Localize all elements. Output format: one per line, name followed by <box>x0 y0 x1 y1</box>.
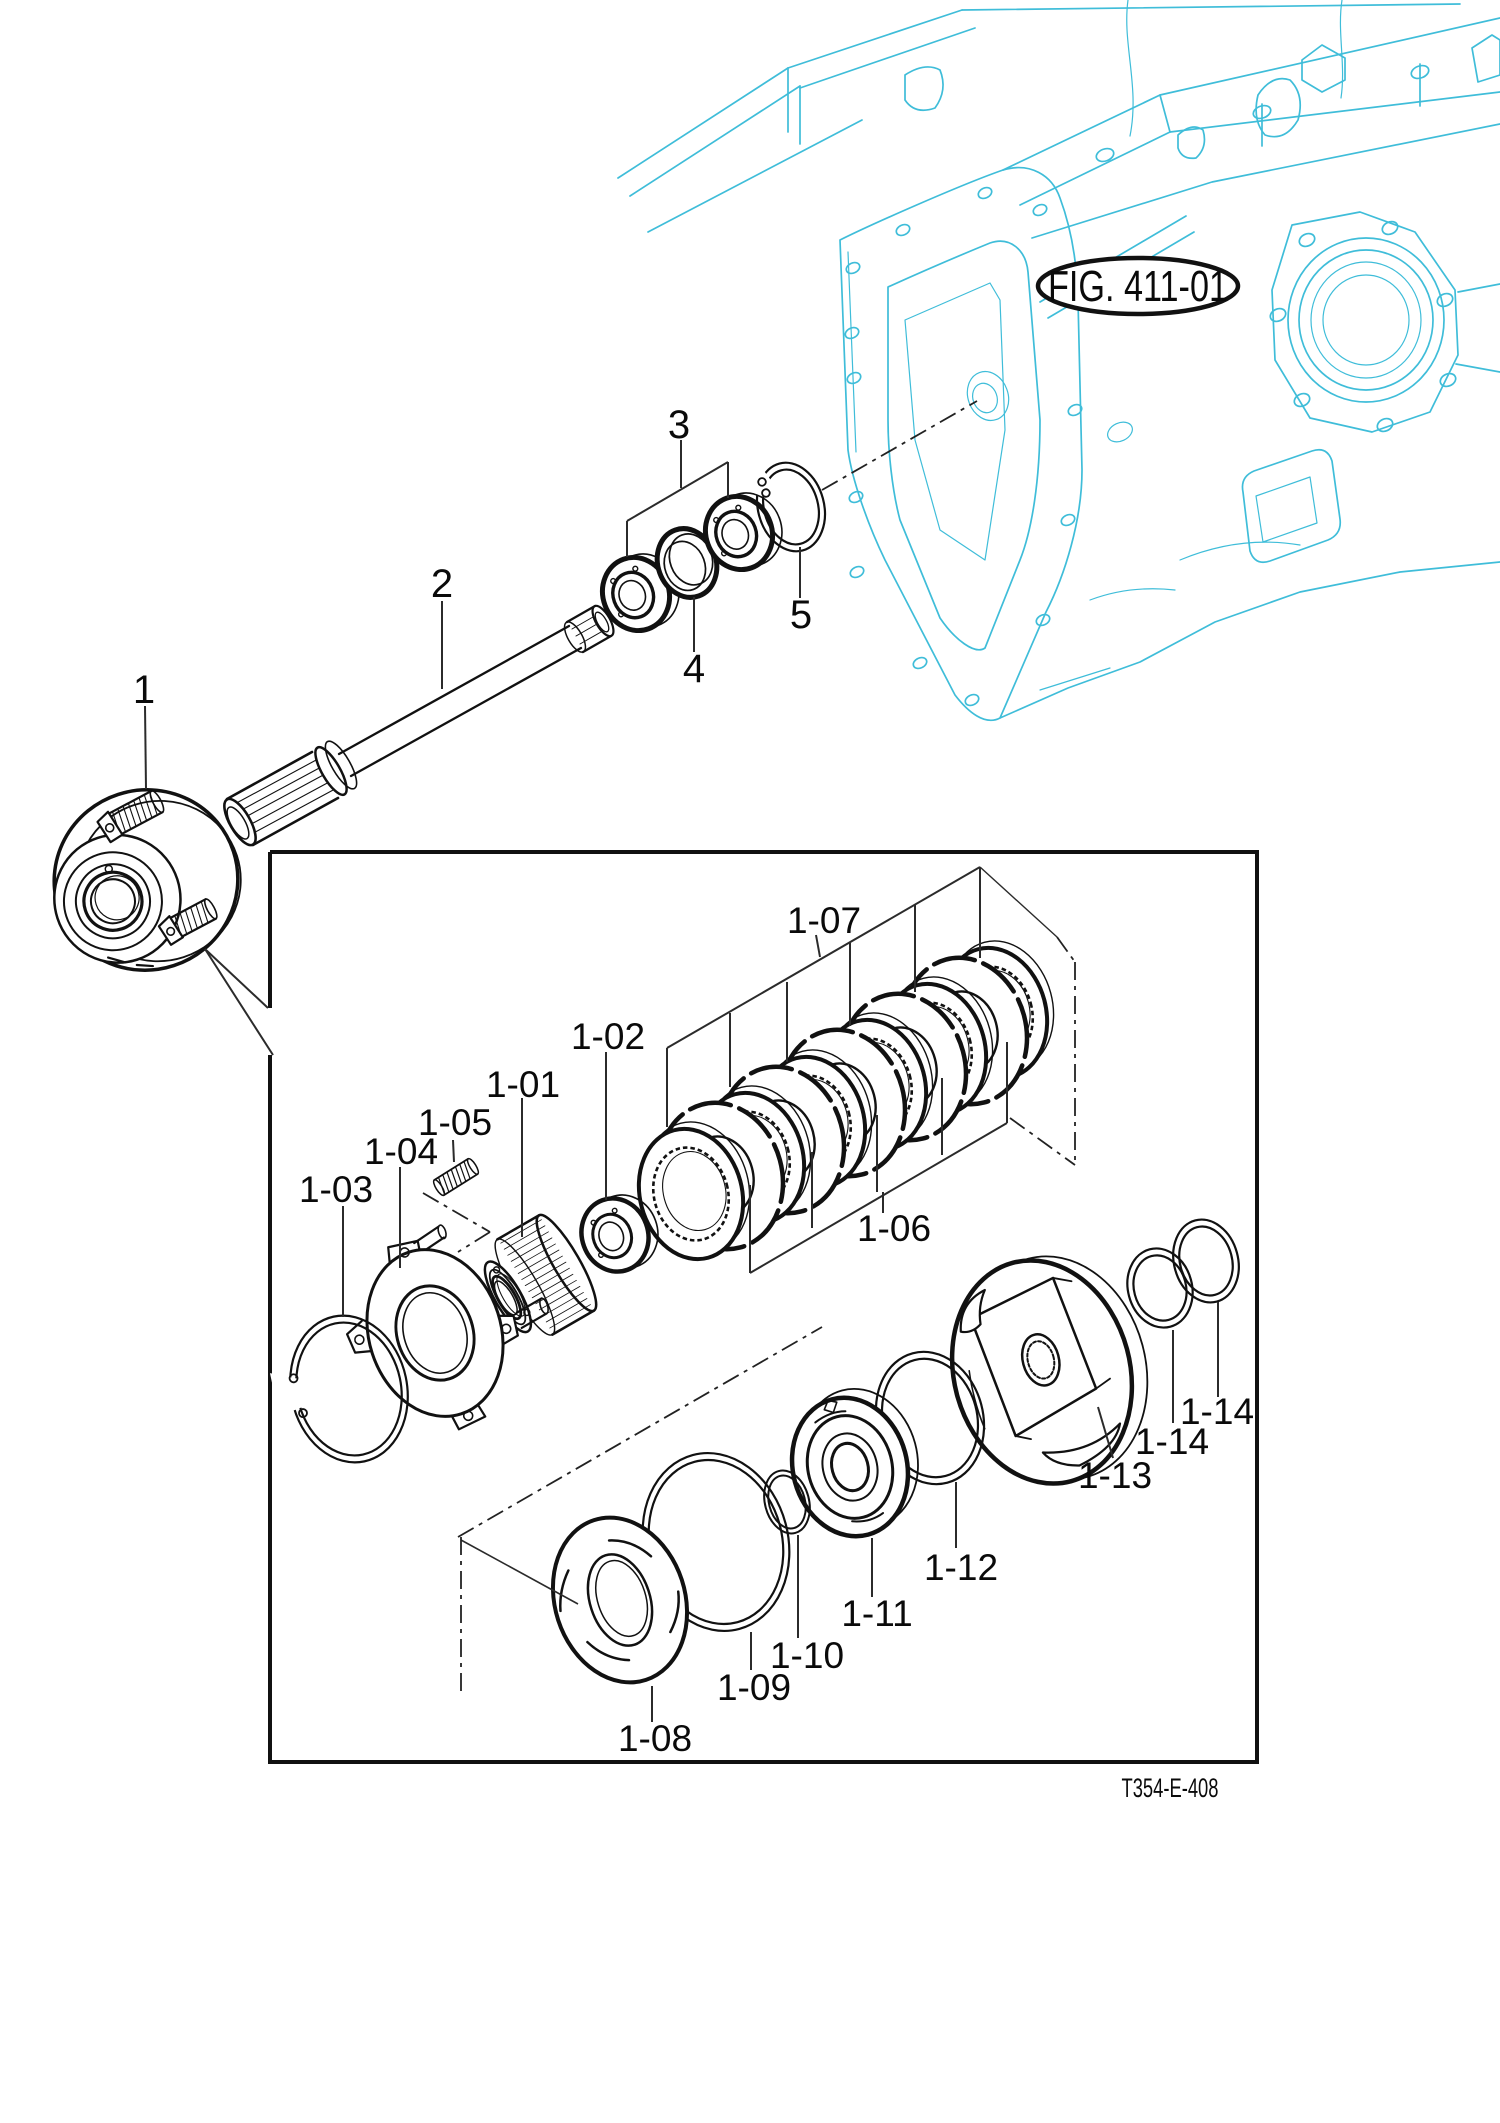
figure-reference-bubble: FIG. 411-01 <box>1035 255 1241 317</box>
clutch-spring-bottom <box>157 898 218 946</box>
part-label-1-08: 1-08 <box>618 1718 692 1759</box>
part-label-1: 1 <box>133 668 155 712</box>
retaining-ring <box>269 1314 409 1464</box>
snap-ring-shaft <box>742 461 827 553</box>
part-label-2: 2 <box>431 562 453 606</box>
o-ring-outer <box>1172 1218 1240 1304</box>
ball-bearing-rear <box>703 492 783 573</box>
part-label-1-06: 1-06 <box>857 1208 931 1249</box>
pump-shaft <box>223 604 615 847</box>
part-label-1-01: 1-01 <box>486 1064 560 1105</box>
small-snap-ring <box>763 1469 811 1535</box>
part-label-1-10: 1-10 <box>770 1635 844 1676</box>
part-label-5: 5 <box>790 593 812 637</box>
part-label-1-09: 1-09 <box>717 1667 791 1708</box>
ball-bearing-front <box>600 553 680 634</box>
drawing-code: T354-E-408 <box>1122 1773 1219 1803</box>
part-label-1-13: 1-13 <box>1078 1455 1152 1496</box>
part-label-1-11: 1-11 <box>841 1593 912 1634</box>
detail-box <box>204 850 1259 1764</box>
part-label-1-04: 1-04 <box>364 1131 438 1172</box>
pressure-plate <box>550 1515 690 1685</box>
callout-labels: 1 2 3 4 5 1-01 1-02 1-03 1-04 1-05 1-06 … <box>133 403 1254 1759</box>
o-ring-inner <box>1126 1247 1194 1329</box>
part-label-3: 3 <box>668 403 690 447</box>
part-label-1-05: 1-05 <box>418 1102 492 1143</box>
hub-bearing <box>579 1194 659 1274</box>
detent-spring <box>432 1157 480 1197</box>
clutch-disc-stack <box>621 927 1072 1273</box>
main-leader-lines <box>144 440 801 790</box>
figure-reference-label: FIG. 411-01 <box>1048 262 1228 311</box>
construction-lines <box>422 936 1076 1697</box>
transmission-housing <box>617 0 1500 722</box>
detail-leader-lines <box>342 866 1219 1722</box>
part-label-1-14-upper: 1-14 <box>1180 1391 1254 1432</box>
clutch-spring-top <box>96 789 165 844</box>
assembly-axis-line <box>821 400 978 491</box>
clutch-pack-assembly <box>52 788 242 972</box>
part-label-1-12: 1-12 <box>924 1547 998 1588</box>
clutch-hub <box>483 1213 598 1336</box>
part-label-1-07: 1-07 <box>787 900 861 941</box>
part-label-1-03: 1-03 <box>299 1169 373 1210</box>
clutch-piston <box>949 1255 1149 1486</box>
part-label-1-02: 1-02 <box>571 1016 645 1057</box>
part-label-1-14-lower: 1-14 <box>1135 1421 1209 1462</box>
seal-carrier <box>789 1387 919 1539</box>
brake-plate <box>345 1224 549 1431</box>
part-label-4: 4 <box>683 647 705 691</box>
